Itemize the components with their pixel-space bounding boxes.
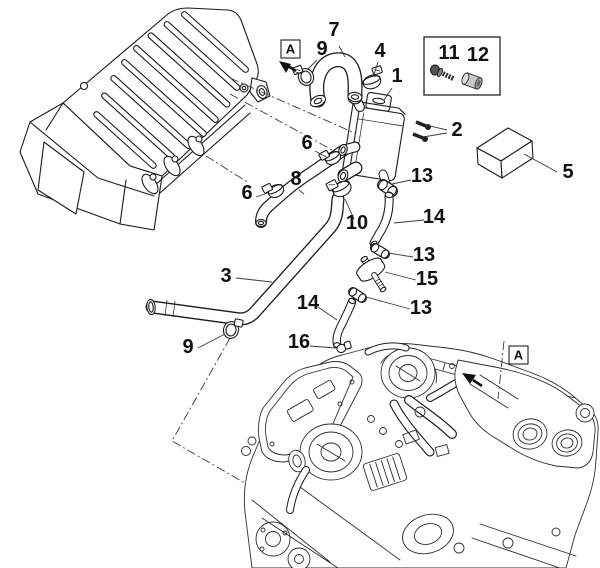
airbox-drawing bbox=[19, 7, 271, 231]
clip-16 bbox=[336, 340, 352, 354]
hose-8 bbox=[255, 144, 350, 228]
callout-13-12: 13 bbox=[411, 165, 433, 187]
leader-line-2 bbox=[422, 132, 448, 138]
hose-14-upper bbox=[369, 191, 394, 248]
view-marker-box-0 bbox=[280, 39, 301, 59]
leader-line-9 bbox=[307, 59, 318, 70]
callout-13-14: 13 bbox=[413, 244, 435, 266]
leader-line-9 bbox=[197, 333, 226, 349]
clamp-6-upper bbox=[318, 149, 342, 166]
airbox-fittings bbox=[141, 135, 205, 195]
leader-line-10 bbox=[344, 198, 355, 220]
leader-line-7 bbox=[338, 45, 346, 58]
leader-line-14 bbox=[317, 306, 338, 321]
callout-16-18: 16 bbox=[288, 331, 310, 353]
view-marker-arrow-head-1 bbox=[462, 373, 476, 384]
view-markers: AA bbox=[279, 39, 529, 388]
callout-4-2: 4 bbox=[374, 40, 386, 62]
leader-line-6 bbox=[255, 192, 269, 198]
view-a-engine-line bbox=[497, 340, 505, 400]
throttle-bore-lower bbox=[288, 423, 363, 481]
leader-line-13 bbox=[387, 252, 414, 258]
view-marker-arrow-head-0 bbox=[279, 61, 291, 73]
valve-15 bbox=[356, 255, 387, 293]
hose-7 bbox=[309, 52, 363, 108]
stepper-grill bbox=[362, 453, 408, 491]
engine-drawing bbox=[241, 342, 599, 568]
hardware-inset-box bbox=[423, 36, 501, 96]
leader-line-2 bbox=[425, 124, 448, 131]
callout-8-9: 8 bbox=[290, 168, 301, 190]
leader-line-5 bbox=[523, 153, 558, 173]
clamp-10 bbox=[325, 179, 352, 198]
leader-line-14 bbox=[393, 219, 425, 224]
leader-line-13 bbox=[365, 296, 411, 310]
callout-13-16: 13 bbox=[410, 297, 432, 319]
callout-3-19: 3 bbox=[220, 265, 231, 287]
leader-line-6 bbox=[314, 150, 329, 159]
clamp-4 bbox=[362, 65, 383, 90]
leader-line-4 bbox=[373, 61, 379, 76]
leader-line-15 bbox=[384, 271, 417, 281]
callout-1-3: 1 bbox=[391, 65, 402, 87]
callout-9-20: 9 bbox=[182, 336, 193, 358]
callout-11-4: 11 bbox=[438, 42, 459, 64]
throttle-bore-upper bbox=[380, 347, 437, 399]
hose-3 bbox=[145, 192, 345, 326]
callout-12-5: 12 bbox=[467, 44, 489, 66]
callout-5-7: 5 bbox=[562, 161, 573, 183]
hose-14-lower bbox=[332, 297, 357, 349]
callout-6-10: 6 bbox=[241, 182, 252, 204]
view-marker-box-1 bbox=[508, 345, 529, 365]
view-marker-label-1: A bbox=[514, 348, 524, 363]
leader-line-13 bbox=[391, 179, 412, 185]
leader-line-3 bbox=[235, 277, 273, 283]
screws-2 bbox=[412, 120, 431, 142]
bolt-11 bbox=[430, 64, 456, 82]
leader-line-1 bbox=[383, 87, 393, 101]
leader-line-8 bbox=[298, 189, 305, 195]
callout-15-15: 15 bbox=[416, 268, 438, 290]
clamp-13-mid bbox=[370, 243, 390, 259]
leader-line-16 bbox=[309, 345, 337, 349]
clamp-9-top bbox=[291, 64, 315, 86]
callout-7-0: 7 bbox=[328, 19, 339, 41]
callout-2-6: 2 bbox=[451, 119, 462, 141]
callout-6-8: 6 bbox=[301, 132, 312, 154]
foam-block-5 bbox=[476, 127, 534, 179]
bushing-12 bbox=[461, 72, 483, 90]
view-marker-arrow-line-1 bbox=[472, 378, 483, 388]
clamp-13-lower bbox=[348, 287, 367, 303]
clamp-6-lower bbox=[261, 182, 285, 199]
canister-part-1 bbox=[337, 91, 406, 188]
callout-14-17: 14 bbox=[297, 292, 320, 314]
clamp-9-lower bbox=[222, 318, 244, 340]
view-marker-label-0: A bbox=[286, 42, 296, 57]
callout-9-1: 9 bbox=[316, 38, 327, 60]
callout-14-13: 14 bbox=[423, 206, 446, 228]
airbox-ribs bbox=[93, 11, 249, 169]
callout-10-11: 10 bbox=[346, 212, 368, 234]
